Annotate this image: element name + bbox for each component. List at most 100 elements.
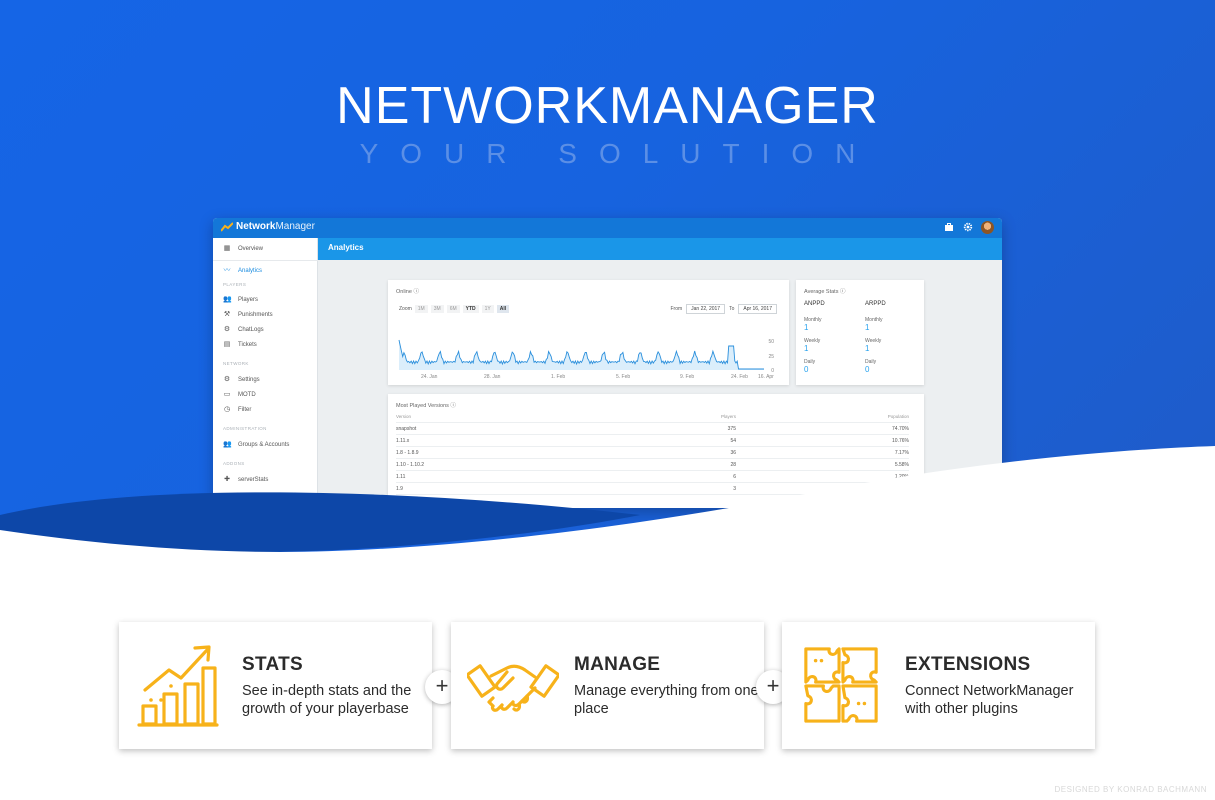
anppd-daily-value: 0	[804, 365, 809, 374]
sidebar: ▦ Overview 〰 Analytics PLAYERS 👥 Players…	[213, 238, 318, 508]
help-icon: ⓘ	[450, 403, 456, 409]
sidebar-item-motd[interactable]: ▭ MOTD	[223, 391, 256, 398]
sidebar-item-serverstats[interactable]: ✚ serverStats	[224, 476, 269, 483]
people-icon: 👥	[223, 296, 232, 303]
alarm-icon: ◷	[223, 406, 231, 413]
online-line	[398, 339, 764, 370]
zoom-ytd-button[interactable]: YTD	[462, 305, 479, 313]
sidebar-item-punishments[interactable]: ⚒ Punishments	[223, 311, 273, 318]
y-tick-50: 50	[768, 339, 774, 345]
anppd-weekly-value: 1	[804, 344, 809, 353]
zoom-all-button[interactable]: All	[496, 305, 510, 313]
x-tick-7: 16. Apr	[758, 374, 774, 380]
sidebar-section-players: PLAYERS	[223, 282, 247, 287]
versions-card: Most Played Versions ⓘ Version Players P…	[388, 394, 924, 508]
sidebar-item-players[interactable]: 👥 Players	[223, 296, 259, 303]
date-range: From Jan 22, 2017 To Apr 16, 2017	[670, 304, 777, 314]
app-topbar: NetworkManager	[213, 218, 1002, 238]
group-add-icon: 👥	[223, 441, 232, 448]
feature-desc-extensions: Connect NetworkManager with other plugin…	[905, 683, 1074, 717]
help-icon: ⓘ	[839, 289, 846, 295]
online-line-chart: 50 25 0 24. Jan 28. Jan 1. Feb 5. Feb 9.…	[398, 339, 774, 380]
y-tick-25: 25	[768, 354, 774, 360]
versions-title: Most Played Versions ⓘ	[396, 403, 456, 409]
trending-up-icon: 〰	[223, 267, 231, 274]
sidebar-section-addons: ADDONS	[223, 461, 245, 466]
trend-logo-icon	[221, 221, 233, 232]
settings-icon: ⚙	[223, 376, 231, 383]
x-tick-4: 5. Feb	[616, 374, 630, 380]
anppd-monthly-value: 1	[804, 323, 809, 332]
designer-credit: DESIGNED BY KONRAD BACHMANN	[1054, 785, 1207, 794]
feature-card-stats: STATS See in-depth stats and the growth …	[119, 622, 432, 749]
sidebar-item-chatlogs[interactable]: ⚙ ChatLogs	[223, 326, 264, 333]
feature-title-extensions: EXTENSIONS	[905, 654, 1031, 675]
to-date-input[interactable]: Apr 16, 2017	[738, 304, 777, 314]
hero-banner: NETWORKMANAGER YOUR SOLUTION NetworkMana…	[0, 0, 1215, 560]
weekly-label: Weekly	[865, 338, 882, 344]
arppd-weekly-value: 1	[865, 344, 870, 353]
zoom-6m-button[interactable]: 6M	[446, 305, 460, 313]
topbar-actions	[943, 221, 994, 234]
weekly-label: Weekly	[804, 338, 821, 344]
sidebar-item-settings[interactable]: ⚙ Settings	[223, 376, 260, 383]
online-area	[399, 340, 764, 370]
avatar[interactable]	[981, 221, 994, 234]
feature-card-extensions: EXTENSIONS Connect NetworkManager with o…	[782, 622, 1095, 749]
sidebar-item-overview[interactable]: ▦ Overview	[223, 245, 264, 252]
x-tick-2: 28. Jan	[484, 374, 501, 380]
x-tick-1: 24. Jan	[421, 374, 438, 380]
dashboard-icon: ▦	[223, 245, 231, 252]
zoom-1m-button[interactable]: 1M	[414, 305, 428, 313]
help-icon: ⓘ	[413, 289, 419, 295]
monthly-label: Monthly	[865, 317, 883, 323]
y-tick-0: 0	[771, 368, 774, 374]
daily-label: Daily	[865, 359, 877, 365]
x-tick-6: 24. Feb	[731, 374, 748, 380]
sidebar-item-analytics[interactable]: 〰 Analytics	[223, 267, 263, 274]
sidebar-item-tickets[interactable]: ▤ Tickets	[223, 341, 257, 348]
arppd-daily-value: 0	[865, 365, 870, 374]
average-stats-title: Average Stats ⓘ	[804, 289, 846, 295]
monthly-label: Monthly	[804, 317, 822, 323]
settings-gear-icon: ⚙	[223, 326, 231, 333]
arppd-header: ARPPD	[865, 301, 886, 307]
zoom-1y-button[interactable]: 1Y	[481, 305, 494, 313]
sidebar-divider	[213, 260, 318, 261]
x-tick-5: 9. Feb	[680, 374, 694, 380]
feature-desc-manage: Manage everything from one place	[574, 683, 759, 717]
hero-title: NETWORKMANAGER	[336, 77, 879, 135]
from-date-input[interactable]: Jan 22, 2017	[686, 304, 726, 314]
sidebar-section-network: NETWORK	[223, 361, 249, 366]
anppd-header: ANPPD	[804, 301, 825, 307]
arppd-monthly-value: 1	[865, 323, 870, 332]
feature-desc-stats: See in-depth stats and the growth of you…	[242, 683, 412, 717]
page-title: Analytics	[328, 243, 364, 252]
online-title: Online ⓘ	[396, 289, 419, 295]
feature-title-manage: MANAGE	[574, 654, 661, 675]
zoom-controls: Zoom 1M 3M 6M YTD 1Y All	[399, 305, 510, 313]
calendar-icon: ▭	[223, 391, 231, 398]
gear-icon[interactable]	[962, 222, 974, 234]
gavel-icon: ⚒	[223, 311, 231, 318]
table-header: Version Players Population	[396, 411, 909, 423]
handshake-icon	[467, 664, 559, 712]
brand-name: NetworkManager	[236, 221, 315, 232]
hero-subtitle: YOUR SOLUTION	[359, 138, 878, 169]
sidebar-section-administration: ADMINISTRATION	[223, 426, 267, 431]
puzzle-icon: ✚	[224, 476, 230, 483]
feature-card-manage: MANAGE Manage everything from one place	[451, 622, 764, 749]
online-card: Online ⓘ Zoom 1M 3M 6M YTD 1Y All From J…	[388, 280, 789, 385]
briefcase-icon[interactable]	[943, 222, 955, 234]
sidebar-item-filter[interactable]: ◷ Filter	[223, 406, 252, 413]
feature-title-stats: STATS	[242, 654, 303, 675]
zoom-3m-button[interactable]: 3M	[430, 305, 444, 313]
brand[interactable]: NetworkManager	[221, 221, 315, 232]
sidebar-item-groups[interactable]: 👥 Groups & Accounts	[223, 441, 290, 448]
page-header: Analytics	[318, 238, 1002, 260]
wave-divider	[0, 446, 1215, 560]
